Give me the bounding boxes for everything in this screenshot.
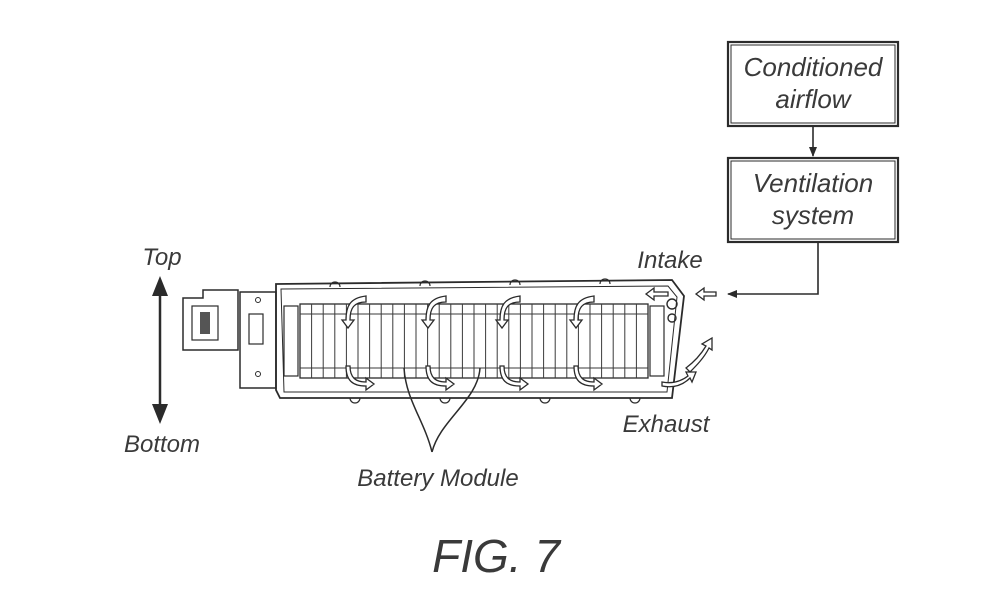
ventilation-system-line2: system xyxy=(772,200,854,230)
ventilation-system-line1: Ventilation xyxy=(753,168,873,198)
exhaust-label: Exhaust xyxy=(623,411,711,438)
battery-pack xyxy=(182,278,685,404)
conditioned-airflow-box: Conditioned airflow xyxy=(726,40,900,128)
battery-module-label: Battery Module xyxy=(357,465,518,492)
top-label: Top xyxy=(142,244,181,271)
internal-airflow-arrows xyxy=(340,286,717,392)
bottom-label: Bottom xyxy=(124,431,200,458)
top-bottom-arrow xyxy=(152,276,168,424)
battery-module-leader-lines xyxy=(403,367,481,453)
figure-caption: FIG. 7 xyxy=(432,530,561,582)
conditioned-airflow-line1: Conditioned xyxy=(744,52,884,82)
conditioned-airflow-line2: airflow xyxy=(775,84,852,114)
flow-arrow-to-intake xyxy=(727,242,819,298)
intake-label: Intake xyxy=(637,247,702,274)
battery-cells xyxy=(300,304,648,378)
ventilation-system-box: Ventilation system xyxy=(726,156,900,244)
